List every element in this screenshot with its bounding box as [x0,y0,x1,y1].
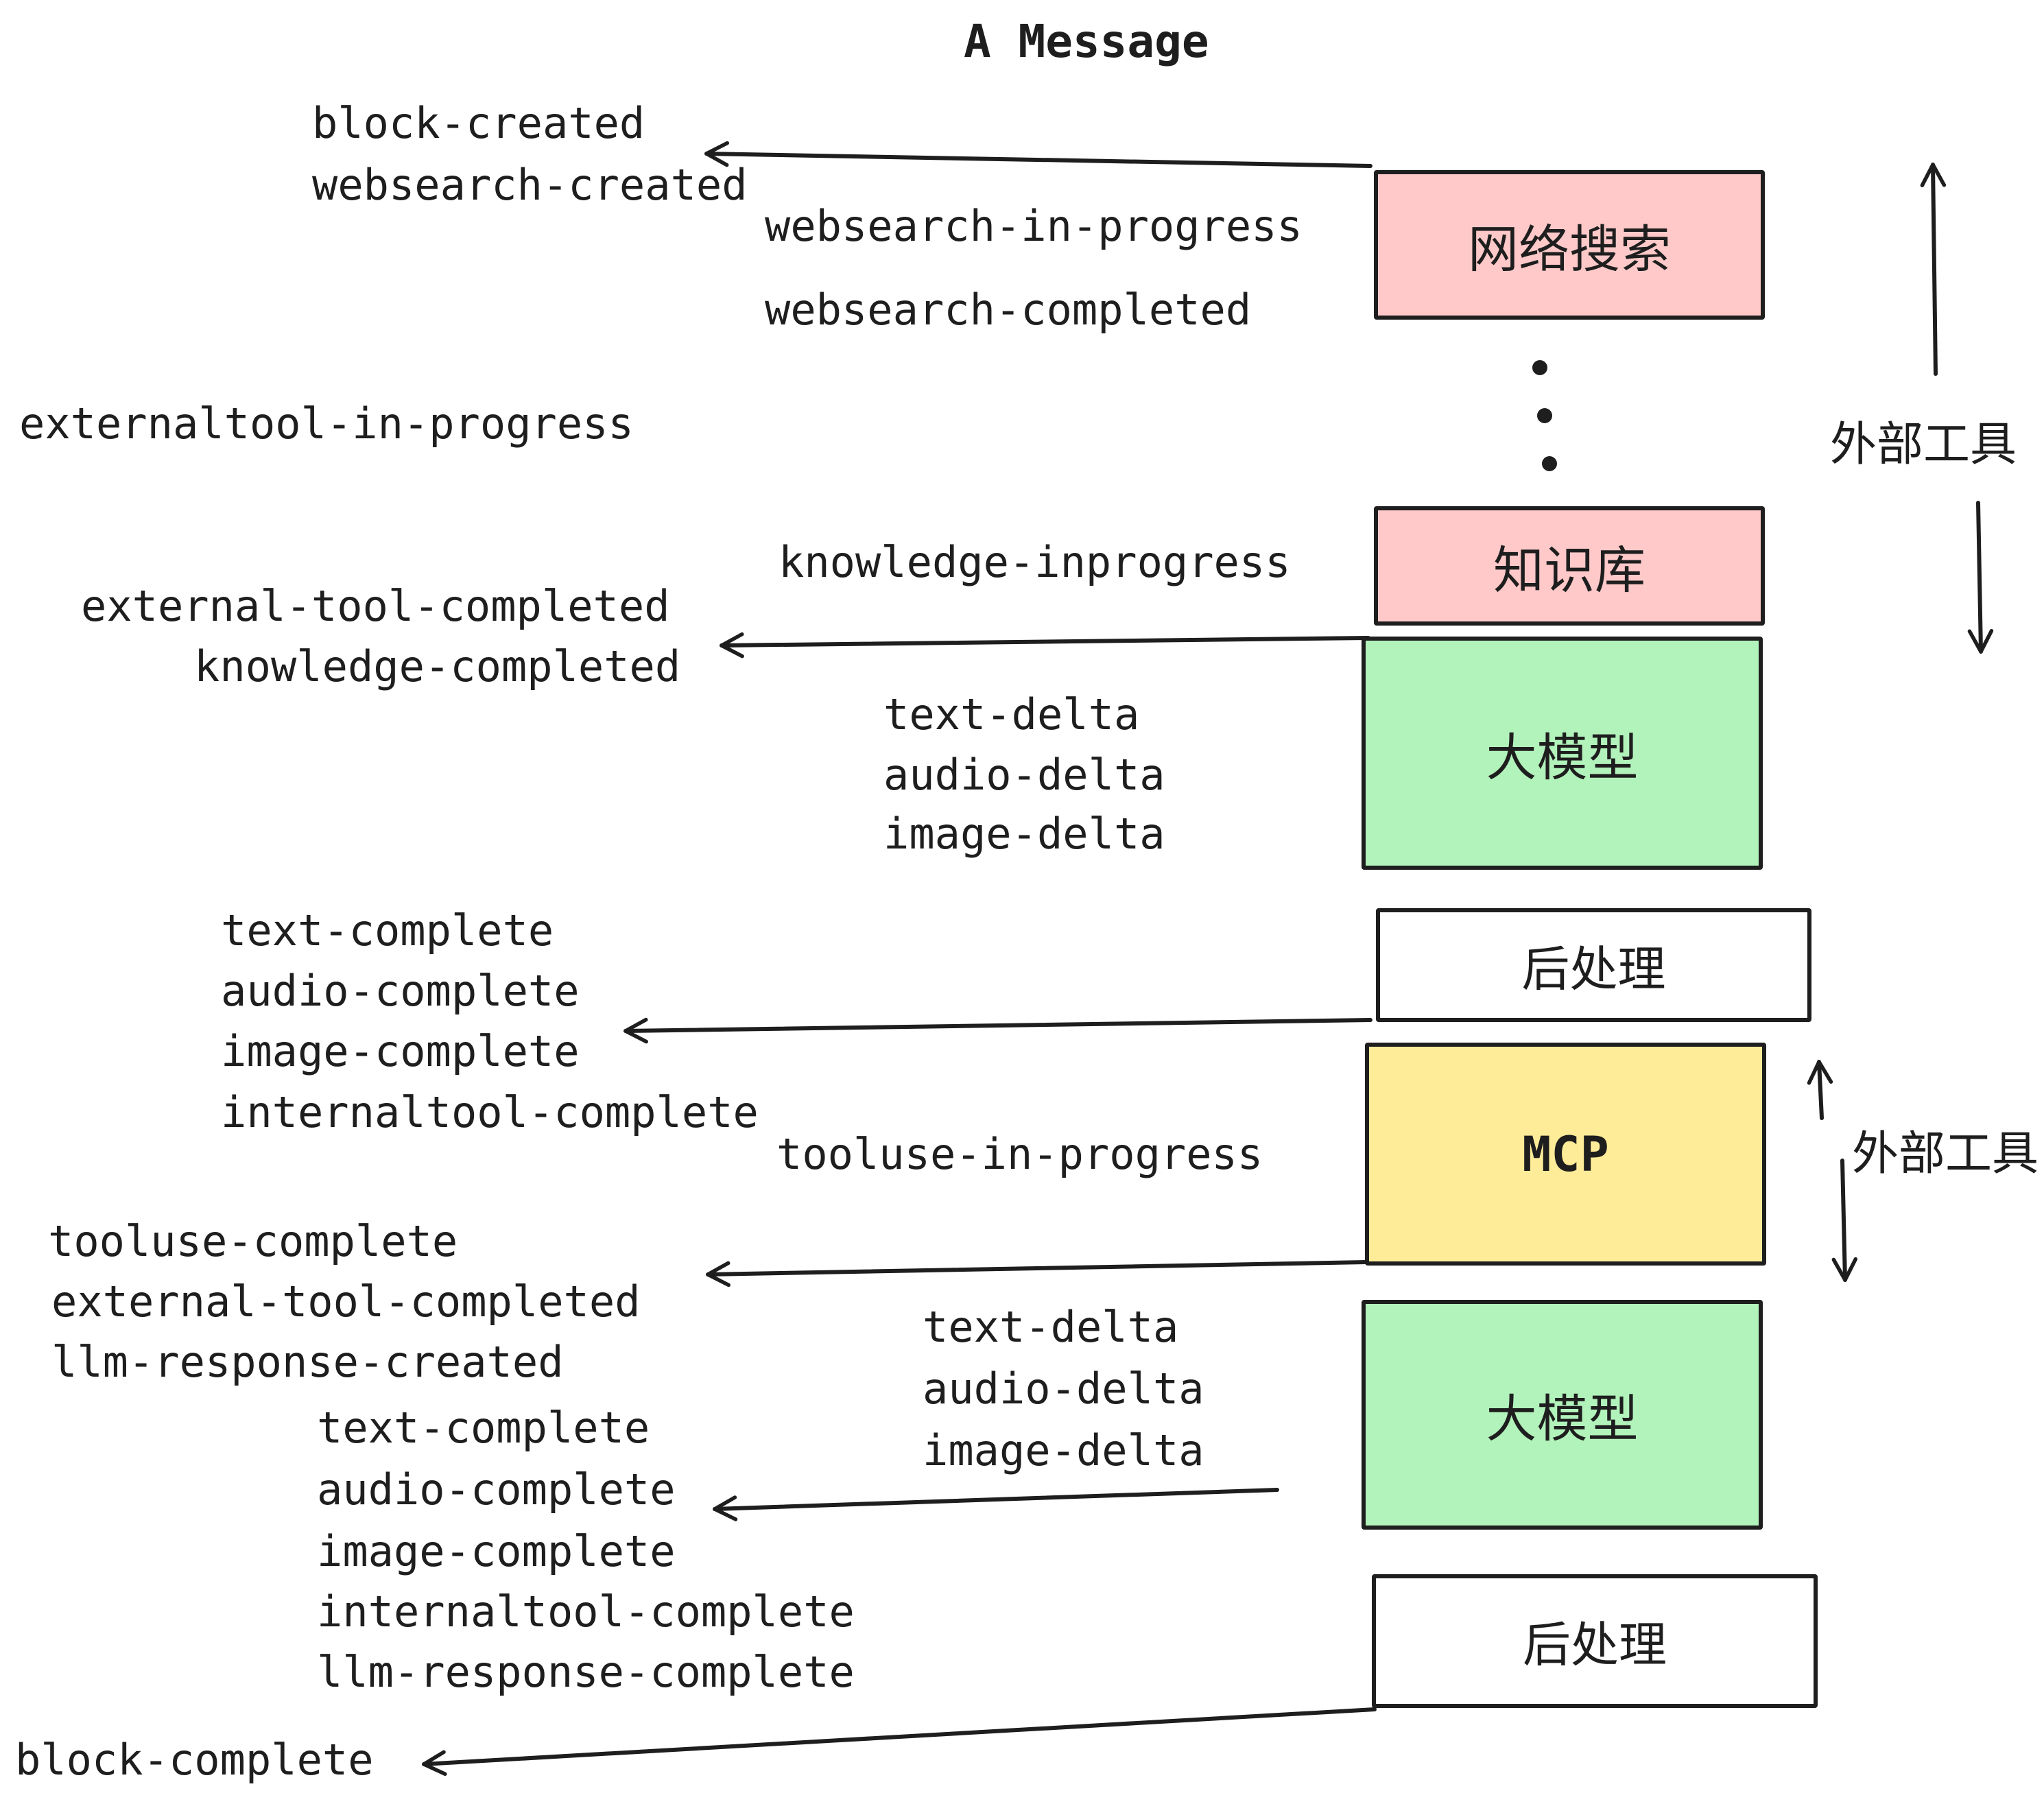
box-llm-2-label: 大模型 [1486,1390,1639,1447]
event-audio-delta-2: audio-delta [923,1364,1204,1414]
external-tools-2-up-arrow [1807,1060,1833,1120]
event-websearch-in-progress: websearch-in-progress [765,201,1303,251]
event-llm-response-created: llm-response-created [51,1337,564,1387]
event-knowledge-inprogress: knowledge-inprogress [779,537,1291,587]
event-image-delta-1: image-delta [883,809,1165,859]
box-mcp: MCP [1365,1043,1766,1266]
event-knowledge-completed: knowledge-completed [194,641,681,691]
event-internaltool-complete-2: internaltool-complete [317,1587,855,1637]
box-postprocess-2: 后处理 [1372,1574,1818,1708]
ellipsis-dot [1532,360,1547,375]
box-websearch: 网络搜索 [1374,170,1765,320]
arrow-knowledge-to-knowledge-completed [720,632,1370,658]
event-audio-complete-1: audio-complete [221,966,580,1016]
event-image-complete-2: image-complete [317,1526,676,1576]
event-external-tool-completed-2: external-tool-completed [51,1277,641,1327]
event-externaltool-in-progress: externaltool-in-progress [19,399,634,449]
event-text-delta-1: text-delta [883,689,1140,739]
box-knowledge: 知识库 [1374,506,1765,626]
box-postprocess-2-label: 后处理 [1523,1618,1667,1672]
arrow-postprocess2-to-block-complete [422,1707,1377,1776]
event-audio-complete-2: audio-complete [317,1464,676,1515]
box-llm-1: 大模型 [1362,637,1763,870]
ellipsis-dot [1537,408,1552,423]
event-block-complete: block-complete [15,1735,374,1785]
box-mcp-label: MCP [1522,1126,1609,1183]
event-image-complete-1: image-complete [221,1026,580,1076]
event-text-delta-2: text-delta [923,1302,1179,1352]
arrow-llm2-to-audio-complete [713,1488,1279,1521]
box-knowledge-label: 知识库 [1493,541,1645,599]
event-audio-delta-1: audio-delta [883,750,1165,800]
external-tools-label-1: 外部工具 [1830,418,2017,471]
box-llm-2: 大模型 [1362,1300,1763,1530]
box-llm-1-label: 大模型 [1486,728,1639,786]
event-image-delta-2: image-delta [923,1425,1204,1475]
external-tools-2-down-arrow [1831,1159,1858,1282]
event-tooluse-complete: tooluse-complete [48,1216,458,1266]
event-text-complete-1: text-complete [221,905,554,956]
box-postprocess-1-label: 后处理 [1521,942,1666,996]
box-postprocess-1: 后处理 [1376,908,1811,1022]
box-websearch-label: 网络搜索 [1468,220,1671,278]
event-block-created: block-created [312,98,645,148]
event-llm-response-complete: llm-response-complete [317,1647,855,1697]
external-tools-1-up-arrow [1920,163,1947,376]
event-websearch-created: websearch-created [312,160,748,210]
arrow-websearch-to-block-created [704,141,1372,168]
event-internaltool-complete-1: internaltool-complete [221,1087,759,1137]
event-websearch-completed: websearch-completed [765,285,1252,335]
event-tooluse-in-progress: tooluse-in-progress [776,1129,1263,1179]
arrow-postprocess1-to-image-complete [623,1017,1372,1044]
event-external-tool-completed: external-tool-completed [81,581,670,631]
external-tools-1-down-arrow [1967,501,1994,654]
ellipsis-dot [1542,456,1557,471]
external-tools-label-2: 外部工具 [1852,1128,2039,1180]
arrow-mcp-to-tooluse-complete [706,1260,1368,1287]
diagram-title: A Message [964,15,1209,68]
event-text-complete-2: text-complete [317,1403,650,1453]
